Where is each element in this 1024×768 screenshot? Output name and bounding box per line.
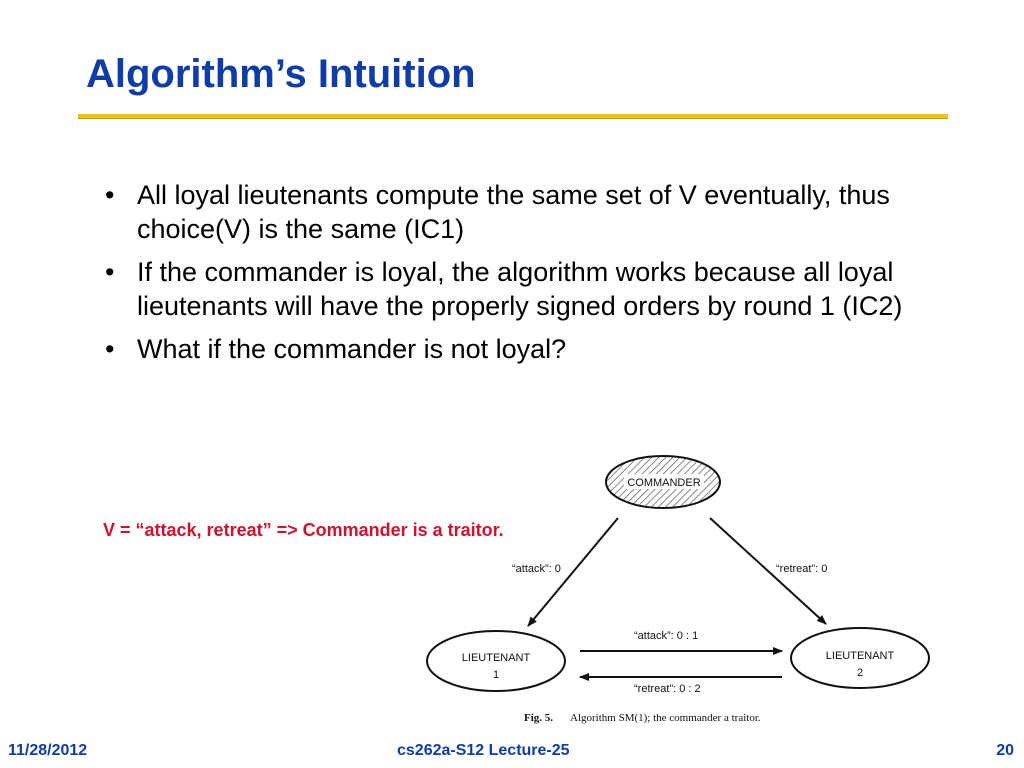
bullet-dot: • xyxy=(105,180,115,210)
byzantine-diagram: COMMANDER LIEUTENANT 1 LIEUTENANT 2 “att… xyxy=(426,455,930,724)
message-attack-0: “attack”: 0 xyxy=(512,563,561,575)
bullet-item: • What if the commander is not loyal? xyxy=(103,332,903,366)
bullet-item: • All loyal lieutenants compute the same… xyxy=(103,178,903,246)
figure-caption-text: Algorithm SM(1); the commander a traitor… xyxy=(570,712,761,724)
commander-label-bg xyxy=(624,474,704,489)
message-attack-0-1: “attack”: 0 : 1 xyxy=(634,630,698,642)
bullet-text: All loyal lieutenants compute the same s… xyxy=(137,180,890,244)
lieutenant-1-number: 1 xyxy=(493,669,499,681)
bullet-dot: • xyxy=(105,257,115,287)
traitor-note: V = “attack, retreat” => Commander is a … xyxy=(103,520,504,540)
message-retreat-0: “retreat”: 0 xyxy=(776,563,827,575)
bullet-list: • All loyal lieutenants compute the same… xyxy=(103,178,903,375)
bullet-dot: • xyxy=(105,334,115,364)
bullet-text: What if the commander is not loyal? xyxy=(137,334,567,364)
lieutenant-1-ellipse xyxy=(426,630,566,692)
footer-course: cs262a-S12 Lecture-25 xyxy=(397,742,570,759)
footer-date: 11/28/2012 xyxy=(8,742,88,759)
lieutenant-2-node: LIEUTENANT 2 xyxy=(790,627,930,689)
commander-node: COMMANDER xyxy=(605,455,721,509)
lieutenant-2-label: LIEUTENANT xyxy=(826,650,895,662)
title-underline xyxy=(78,114,948,119)
footer-page-number: 20 xyxy=(996,742,1014,759)
lieutenant-1-label: LIEUTENANT xyxy=(462,652,531,664)
bullet-item: • If the commander is loyal, the algorit… xyxy=(103,255,903,323)
slide-title: Algorithm’s Intuition xyxy=(86,52,476,96)
lieutenant-1-node: LIEUTENANT 1 xyxy=(426,630,566,692)
message-retreat-0-2: “retreat”: 0 : 2 xyxy=(634,683,701,695)
lieutenant-2-number: 2 xyxy=(857,667,863,679)
arrow-commander-to-l1 xyxy=(527,517,619,627)
figure-caption-label: Fig. 5. xyxy=(524,712,553,724)
bullet-text: If the commander is loyal, the algorithm… xyxy=(137,257,903,321)
arrow-commander-to-l2 xyxy=(709,517,827,625)
lieutenant-2-ellipse xyxy=(790,627,930,689)
commander-label: COMMANDER xyxy=(627,477,700,489)
